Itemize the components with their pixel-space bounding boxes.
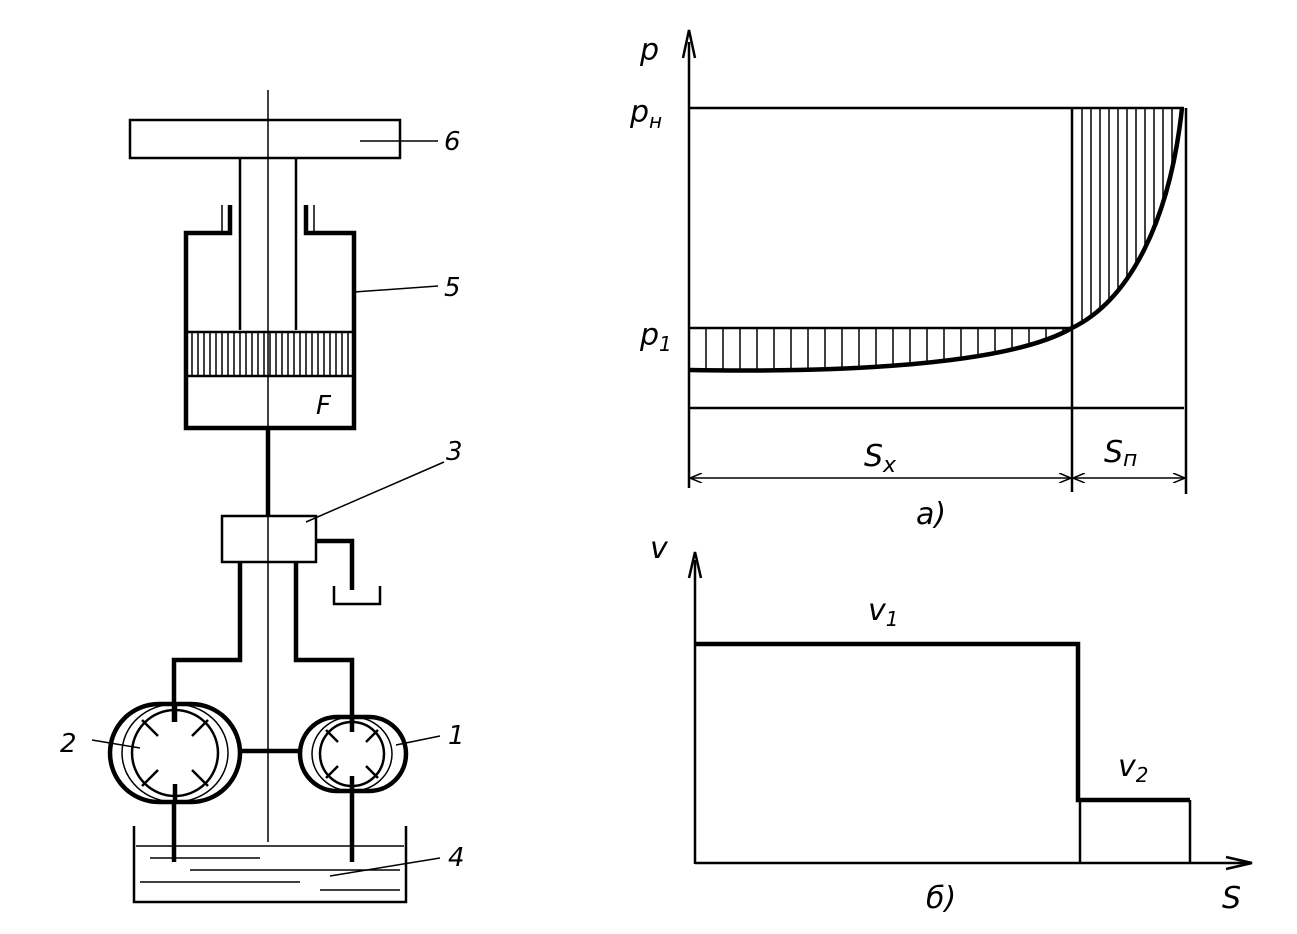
label-1: 1 [448, 721, 465, 751]
v1-label: v1 [868, 593, 899, 631]
drain-cup [332, 586, 382, 606]
pressure-curve [688, 107, 1185, 373]
label-3: 3 [446, 437, 463, 467]
pump-1 [297, 714, 409, 794]
valve-3 [220, 514, 318, 564]
axis-p-arrow [681, 29, 697, 59]
caption-b: б) [926, 881, 956, 916]
axis-p-label: p [639, 33, 659, 68]
label-6: 6 [444, 127, 461, 157]
diagram-b: v S v1 v2 б) [650, 531, 1253, 916]
leader-5 [353, 285, 439, 293]
v2-label: v2 [1118, 749, 1149, 787]
caption-a: a) [916, 497, 946, 532]
piston-hatched [186, 330, 354, 378]
leader-4 [329, 857, 441, 877]
sp-label: Sп [1104, 435, 1137, 472]
axis-v-arrow [687, 551, 703, 579]
platen-6 [128, 118, 402, 160]
leader-1 [395, 735, 441, 746]
label-4: 4 [448, 843, 465, 873]
p1-label: p1 [639, 318, 672, 356]
diagram-a: p pн p1 Sx Sп a) [629, 29, 1188, 532]
drain-pipe [316, 538, 355, 590]
hydraulic-scheme: 6 5 3 2 1 4 F [60, 90, 465, 904]
leader-3 [305, 461, 445, 523]
axis-s-arrow [1225, 855, 1253, 871]
label-5: 5 [444, 273, 461, 303]
pump-2 [107, 701, 243, 805]
leader-2 [91, 739, 141, 749]
p-n-label: pн [629, 95, 662, 133]
pipe-to-pump-1 [293, 562, 355, 722]
label-area-f: F [316, 391, 332, 421]
sx-label: Sx [864, 439, 897, 478]
pipe-to-pump-2 [171, 562, 243, 722]
axis-s-label: S [1222, 881, 1241, 916]
label-2: 2 [60, 729, 77, 759]
velocity-profile [695, 641, 1190, 803]
axis-v-label: v [650, 531, 669, 566]
